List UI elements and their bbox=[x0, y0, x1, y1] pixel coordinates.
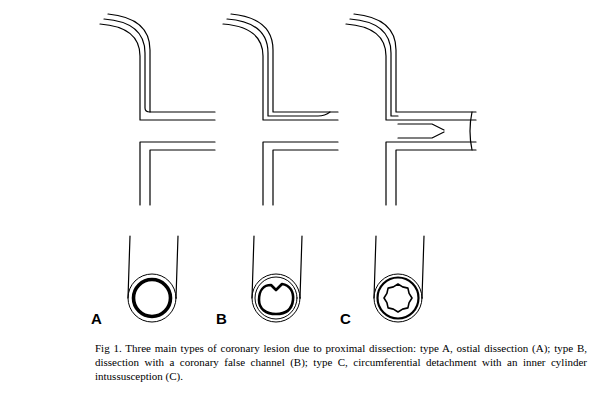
ostium-type-a bbox=[100, 14, 215, 205]
ostium-type-b bbox=[223, 14, 338, 205]
figure-caption: Fig 1. Three main types of coronary lesi… bbox=[95, 341, 587, 383]
panel-letter: A bbox=[91, 310, 102, 327]
cross-section-c bbox=[374, 236, 424, 322]
cross-section-a bbox=[128, 236, 178, 322]
panel-letter: C bbox=[340, 310, 351, 327]
panel-letter: B bbox=[216, 310, 227, 327]
ostium-type-c bbox=[346, 14, 476, 205]
cross-section-b bbox=[252, 236, 302, 322]
